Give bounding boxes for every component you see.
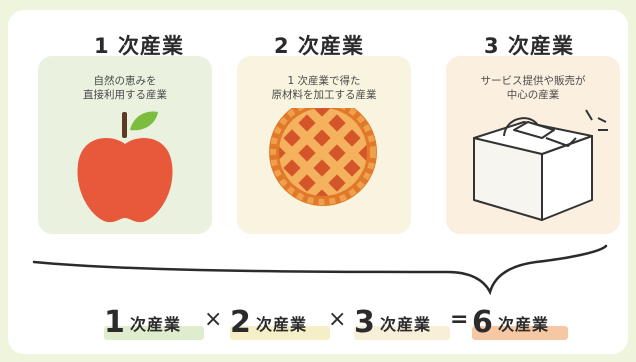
formula-term-secondary: 2 次産業 bbox=[230, 300, 334, 340]
formula-number-6: 6 bbox=[472, 305, 493, 340]
formula-number-2: 2 bbox=[230, 305, 251, 340]
formula-result: 6 次産業 bbox=[472, 300, 568, 340]
formula-label-6: 次産業 bbox=[498, 315, 550, 334]
pie-icon bbox=[269, 108, 377, 206]
apple-icon bbox=[77, 111, 173, 223]
desc-secondary-industry: 1 次産業で得た 原材料を加工する産業 bbox=[271, 75, 377, 101]
card-primary-industry: 自然の恵みを 直接利用する産業 bbox=[38, 56, 212, 234]
equals-sign: = bbox=[450, 307, 469, 332]
formula-label-1: 次産業 bbox=[130, 315, 182, 334]
formula-label-3: 次産業 bbox=[380, 315, 432, 334]
highlight-green bbox=[104, 326, 204, 340]
formula-row: 1 次産業 × 2 次産業 × 3 次産業 = 6 次産業 bbox=[0, 300, 636, 340]
formula-term-tertiary: 3 次産業 bbox=[354, 300, 450, 340]
desc-primary-industry: 自然の恵みを 直接利用する産業 bbox=[83, 75, 167, 101]
highlight-yellow bbox=[230, 326, 330, 340]
title-secondary-industry: 2 次産業 bbox=[274, 34, 364, 58]
title-tertiary-industry: 3 次産業 bbox=[484, 34, 574, 58]
title-primary-industry: 1 次産業 bbox=[94, 34, 184, 58]
card-secondary-industry: 1 次産業で得た 原材料を加工する産業 bbox=[237, 56, 411, 234]
highlight-beige bbox=[354, 326, 450, 340]
formula-label-2: 次産業 bbox=[256, 315, 308, 334]
desc-tertiary-industry: サービス提供や販売が 中心の産業 bbox=[480, 75, 586, 101]
formula-term-primary: 1 次産業 bbox=[104, 300, 204, 340]
formula-number-1: 1 bbox=[104, 305, 125, 340]
card-tertiary-industry: サービス提供や販売が 中心の産業 bbox=[446, 56, 620, 234]
highlight-orange bbox=[472, 326, 568, 340]
gift-box-icon bbox=[473, 109, 608, 221]
multiply-sign-2: × bbox=[328, 307, 347, 332]
multiply-sign-1: × bbox=[204, 307, 223, 332]
formula-number-3: 3 bbox=[354, 305, 375, 340]
